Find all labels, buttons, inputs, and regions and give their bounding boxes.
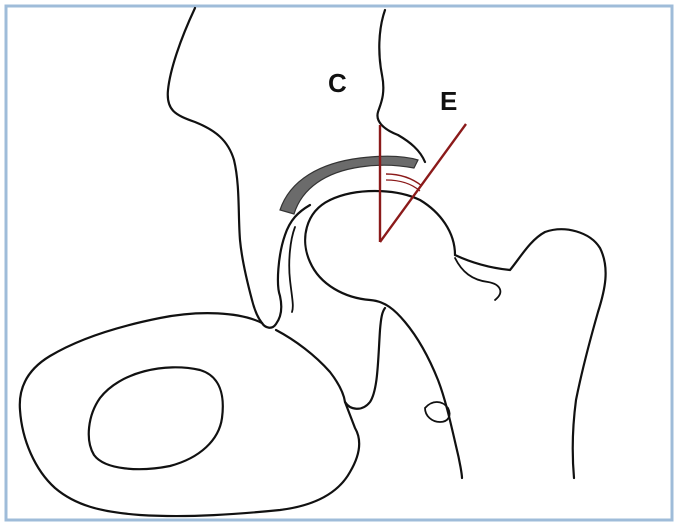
pubis-outer-contour [20, 313, 359, 516]
ilium-right-contour [377, 10, 425, 162]
label-c: C [328, 68, 347, 98]
obturator-foramen [89, 367, 223, 469]
femoral-head-contour [305, 200, 462, 478]
lesser-trochanter [425, 402, 450, 422]
center-edge-line [380, 124, 466, 242]
acetabular-cartilage [280, 156, 418, 214]
femoral-head-top [330, 191, 606, 478]
ilium-left-contour [168, 8, 310, 328]
ilium-inner-line [289, 227, 295, 312]
label-e: E [440, 86, 457, 116]
ischium-contour [276, 308, 385, 409]
